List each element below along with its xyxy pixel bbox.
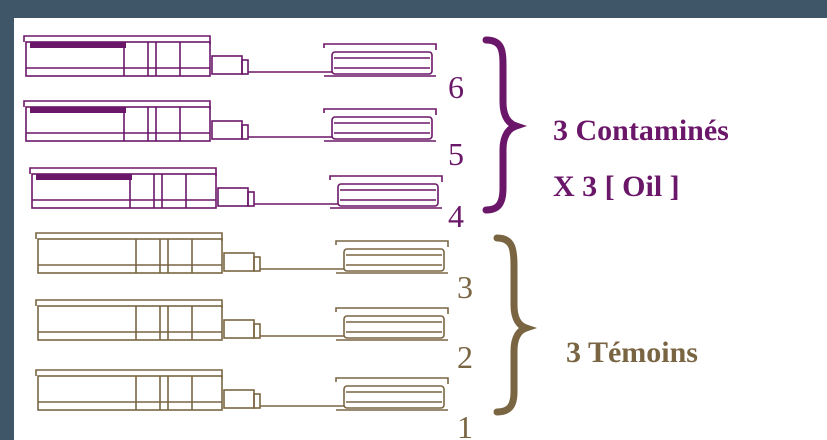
control-group-brace <box>493 234 538 416</box>
contaminated-label-line1: 3 Contaminés <box>553 114 729 147</box>
slide-frame-left <box>0 0 14 440</box>
apparatus-row: 3 <box>35 232 473 305</box>
row-number: 1 <box>457 409 473 440</box>
apparatus-row: 6 <box>23 35 464 105</box>
contamination-bar <box>36 174 132 180</box>
apparatus-row: 1 <box>35 369 473 440</box>
apparatus-row: 4 <box>29 167 464 234</box>
control-label: 3 Témoins <box>566 336 698 369</box>
slide-frame-top <box>0 0 827 18</box>
contaminated-label-line2: X 3 [ Oil ] <box>553 170 680 203</box>
contamination-bar <box>30 107 126 113</box>
apparatus-row: 5 <box>23 100 464 172</box>
row-number: 2 <box>457 339 473 375</box>
row-number: 5 <box>448 136 464 172</box>
apparatus-row: 2 <box>35 299 473 375</box>
contaminated-group-brace <box>482 36 528 214</box>
row-number: 4 <box>448 198 464 234</box>
row-number: 3 <box>457 269 473 305</box>
row-number: 6 <box>448 69 464 105</box>
contamination-bar <box>30 42 126 48</box>
